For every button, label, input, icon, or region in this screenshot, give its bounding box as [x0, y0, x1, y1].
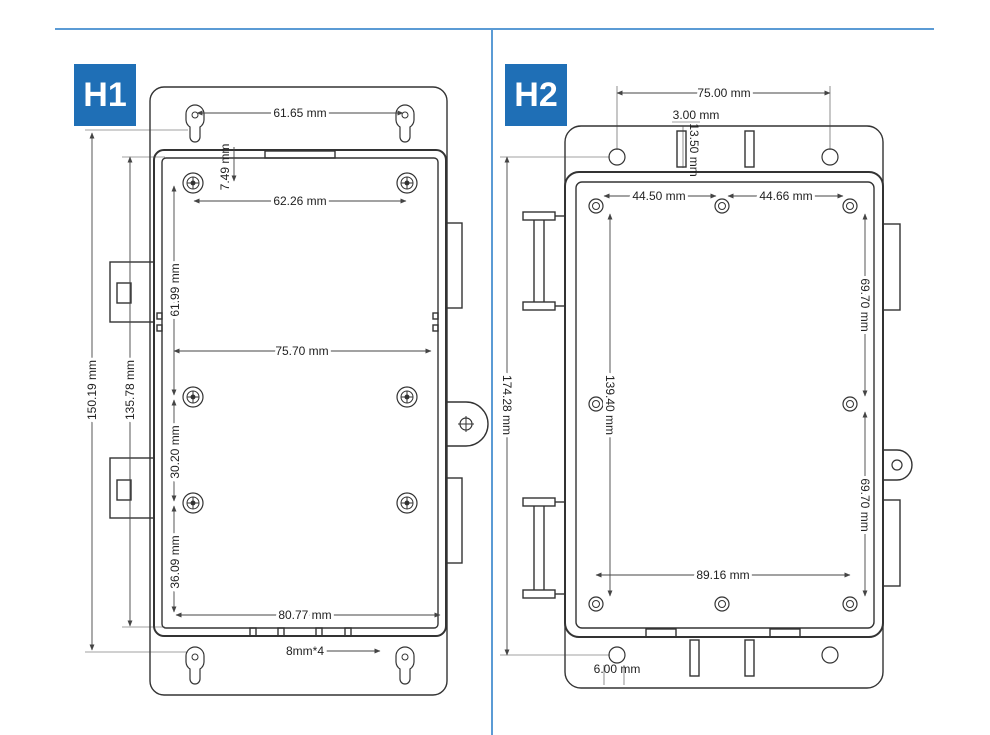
- h1-keyhole-icon: [395, 646, 415, 685]
- h2-dim-lower-height: 69.70 mm: [858, 478, 872, 531]
- h1-keyhole-icon: [185, 646, 205, 685]
- h2-screw-hole-icon: [842, 596, 858, 612]
- h2-dimension-labels: 75.00 mm 3.00 mm 13.50 mm 44.50 mm 44.66…: [497, 83, 875, 676]
- h2-dim-right-span: 44.66 mm: [759, 189, 812, 203]
- h1-dimension-labels: 61.65 mm 62.26 mm 75.70 mm 80.77 mm 8mm*…: [82, 103, 335, 661]
- h2-tab-hole-icon: [891, 459, 903, 471]
- h2-dim-outer-height: 174.28 mm: [500, 375, 514, 435]
- h2-dim-offset-x: 3.00 mm: [673, 108, 720, 122]
- h1-screw-hole-icon: [182, 492, 204, 514]
- h1-dim-top-offset: 7.49 mm: [218, 144, 232, 191]
- h2-mount-hole-icon: [821, 646, 839, 664]
- h2-screw-hole-icon: [588, 198, 604, 214]
- h1-dim-hole-width: 62.26 mm: [273, 194, 326, 208]
- h2-dim-bottom-width: 89.16 mm: [696, 568, 749, 582]
- h2-screw-hole-icon: [842, 198, 858, 214]
- h1-keyhole-icon: [395, 104, 415, 143]
- h2-dim-top-width: 75.00 mm: [697, 86, 750, 100]
- h2-dim-upper-height: 69.70 mm: [858, 278, 872, 331]
- h1-screw-hole-icon: [182, 386, 204, 408]
- h2-badge: H2: [505, 64, 567, 126]
- h1-tab-hole-icon: [458, 416, 474, 432]
- h2-mount-hole-icon: [608, 148, 626, 166]
- h2-screw-hole-icon: [842, 396, 858, 412]
- h1-dim-side-height: 61.99 mm: [168, 263, 182, 316]
- h1-screw-hole-icon: [396, 492, 418, 514]
- h2-screw-hole-icon: [588, 396, 604, 412]
- h1-dim-bottom-width: 80.77 mm: [278, 608, 331, 622]
- h2-screw-hole-icon: [714, 596, 730, 612]
- h1-badge: H1: [74, 64, 136, 126]
- h1-dim-hole-gap: 30.20 mm: [168, 425, 182, 478]
- h1-screw-hole-icon: [182, 172, 204, 194]
- h2-enclosure: [522, 125, 913, 689]
- h1-dimension-lines: [85, 110, 441, 654]
- h1-dim-top-width: 61.65 mm: [273, 106, 326, 120]
- h1-dim-body-height: 135.78 mm: [123, 360, 137, 420]
- h1-dim-outer-height: 150.19 mm: [85, 360, 99, 420]
- h2-dim-hole-height: 139.40 mm: [603, 375, 617, 435]
- h2-mount-hole-icon: [821, 148, 839, 166]
- h2-dimension-lines: [500, 86, 868, 685]
- h1-screw-hole-icon: [396, 172, 418, 194]
- h2-dim-offset-y: 13.50 mm: [687, 123, 701, 176]
- h1-dim-bottom-height: 36.09 mm: [168, 535, 182, 588]
- h1-keyhole-icon: [185, 104, 205, 143]
- h2-dim-left-span: 44.50 mm: [632, 189, 685, 203]
- h2-mount-hole-icon: [608, 646, 626, 664]
- h1-enclosure: [109, 86, 489, 696]
- h1-slot-note: 8mm*4: [286, 644, 324, 658]
- h2-screw-hole-icon: [714, 198, 730, 214]
- h1-dim-inner-width: 75.70 mm: [275, 344, 328, 358]
- h2-screw-hole-icon: [588, 596, 604, 612]
- h2-dim-corner-offset: 6.00 mm: [594, 662, 641, 676]
- h1-screw-hole-icon: [396, 386, 418, 408]
